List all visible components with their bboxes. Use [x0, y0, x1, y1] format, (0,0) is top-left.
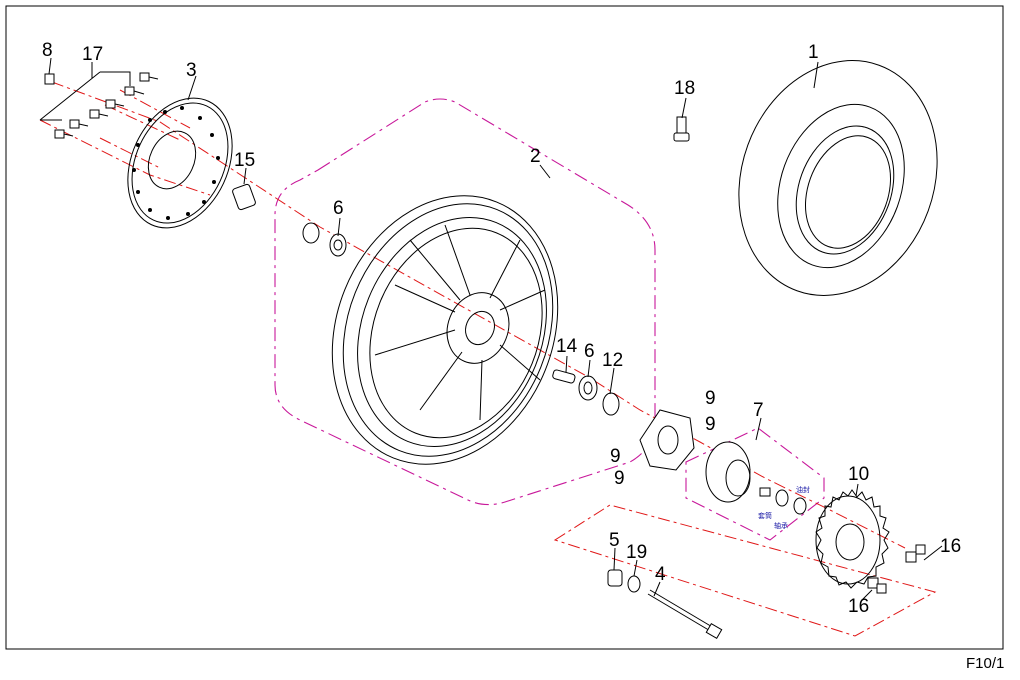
wheel-group-outline [274, 98, 656, 506]
part-label-6b: 6 [584, 341, 595, 362]
tire [738, 60, 938, 296]
part-label-12: 12 [602, 350, 623, 371]
part-label-7: 7 [753, 400, 764, 421]
rear-rim [331, 195, 559, 465]
disc-bolts [39, 71, 159, 139]
part-label-4: 4 [655, 564, 666, 585]
part-label-1: 1 [808, 42, 819, 63]
valve-stem [673, 116, 690, 142]
part-label-18: 18 [674, 78, 695, 99]
rear-sprocket [815, 489, 890, 589]
part-label-3: 3 [186, 60, 197, 81]
spacer [552, 369, 576, 384]
brake-disc [127, 97, 233, 229]
sub-label-collar: 套筒 [758, 511, 772, 520]
part-label-9d: 9 [614, 468, 625, 489]
sprocket-nuts [867, 544, 926, 594]
diagram-frame [5, 5, 1004, 650]
sprocket-hub [705, 441, 807, 515]
leader-lines [48, 57, 943, 601]
axle-parts [607, 569, 723, 640]
part-label-16a: 16 [940, 536, 961, 557]
part-label-9b: 9 [705, 414, 716, 435]
part-label-15: 15 [234, 150, 255, 171]
hub-dampers [639, 409, 695, 471]
part-label-14: 14 [556, 336, 578, 357]
part-label-8: 8 [42, 40, 53, 61]
bearings [302, 222, 620, 416]
part-label-16b: 16 [848, 596, 869, 617]
part-label-2: 2 [530, 146, 541, 167]
part-label-19: 19 [626, 542, 647, 563]
part-label-9a: 9 [705, 388, 716, 409]
sub-label-bearing: 轴承 [774, 521, 788, 530]
hub-group-outline [685, 427, 825, 541]
part-label-6a: 6 [333, 198, 344, 219]
part-label-10: 10 [848, 464, 869, 485]
assembly-axis-lines [39, 81, 937, 637]
page-reference: F10/1 [966, 655, 1004, 672]
part-label-17: 17 [82, 44, 103, 65]
collar [232, 183, 256, 211]
sub-label-oil-seal: 油封 [796, 485, 810, 494]
part-label-9c: 9 [610, 446, 621, 467]
part-label-5: 5 [609, 530, 620, 551]
